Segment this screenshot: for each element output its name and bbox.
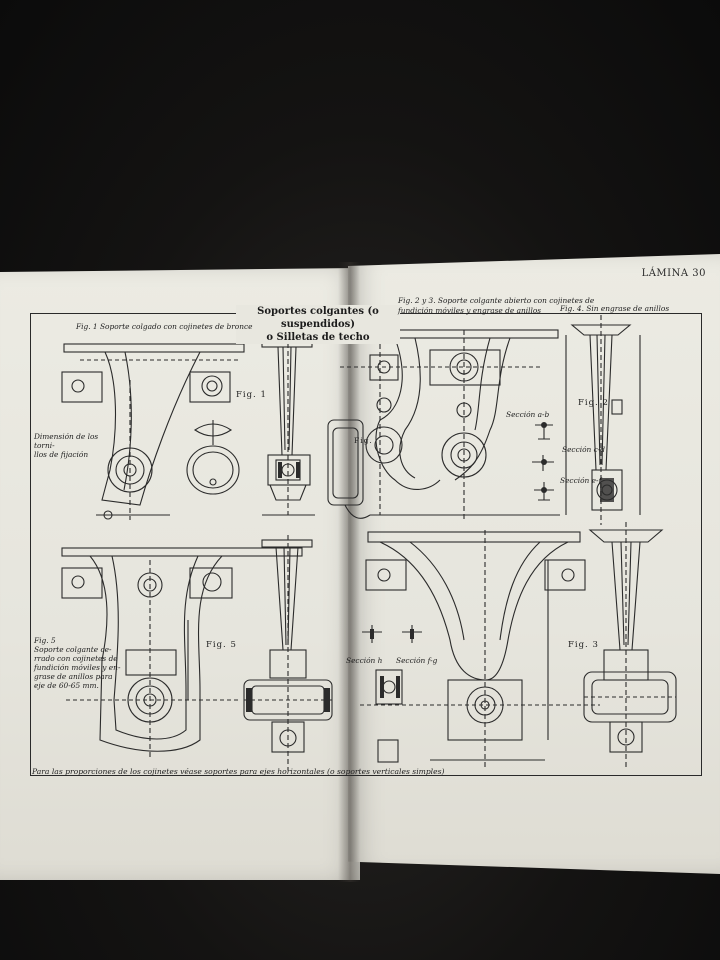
fig3-label: Fig. 3 (568, 640, 599, 650)
book-gutter (338, 262, 360, 882)
section-ab-label: Sección a-b (506, 410, 550, 419)
section-cd-label: Sección c-d (562, 445, 606, 454)
fig1-label: Fig. 1 (236, 390, 267, 400)
left-page (0, 268, 360, 880)
plate-title: Soportes colgantes (o suspendidos) o Sil… (236, 305, 400, 344)
fig1-caption: Fig. 1 Soporte colgado con cojinetes de … (76, 322, 253, 331)
fig23-caption: Fig. 2 y 3. Soporte colgante abierto con… (398, 296, 595, 305)
right-page (348, 254, 720, 874)
section-h-label: Sección h (346, 656, 383, 665)
plate-title-line1: Soportes colgantes (o suspendidos) (257, 306, 379, 330)
plate-footnote: Para las proporciones de los cojinetes v… (32, 767, 445, 776)
fig3-drawing (360, 522, 677, 770)
plate-number: LÁMINA 30 (641, 268, 706, 279)
fig5-label: Fig. 5 (206, 640, 237, 650)
dimension-caption: Dimensión de los torni- llos de fijación (34, 432, 99, 459)
fig23-drawing (327, 315, 641, 525)
fig-side-label: Fig. (354, 436, 373, 445)
fig1-drawing (61, 335, 315, 520)
fig4-caption: Fig. 4. Sin engrase de anillos (560, 304, 670, 313)
plate-title-line2: o Silletas de techo (266, 332, 370, 343)
section-ef-label: Sección e-f (560, 476, 602, 485)
fig5-caption: Fig. 5 Soporte colgante ce- rrado con co… (34, 636, 121, 690)
fig2-label: Fig. 2 (578, 398, 609, 408)
fig5-drawing (61, 535, 333, 770)
section-fg-label: Sección f-g (396, 656, 438, 665)
fig23-caption-line2: fundición móviles y engrase de anillos (398, 306, 542, 315)
